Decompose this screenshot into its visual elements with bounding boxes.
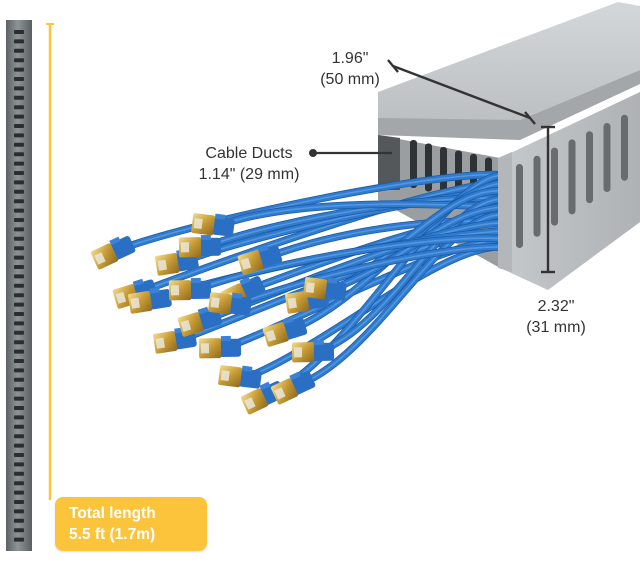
height-dimension-line — [541, 125, 555, 274]
height-dimension-inches: 2.32" — [537, 298, 575, 315]
cable-duct — [378, 2, 640, 290]
width-dimension-inches: 1.96" — [331, 50, 369, 67]
length-indicator-line — [46, 23, 54, 500]
duct-front-edge — [498, 152, 512, 272]
width-dimension-mm: (50 mm) — [320, 71, 380, 88]
cable-ducts-title: Cable Ducts — [205, 145, 293, 162]
height-dimension-mm: (31 mm) — [526, 319, 586, 336]
total-length-title: Total length — [69, 505, 156, 522]
total-length-value: 5.5 ft (1.7m) — [69, 526, 156, 543]
cable-ducts-label: Cable Ducts 1.14" (29 mm) — [186, 143, 312, 185]
height-dimension-label: 2.32" (31 mm) — [510, 296, 602, 338]
rj45-connectors — [90, 213, 347, 415]
cable-ducts-pointer — [309, 149, 392, 157]
width-dimension-line — [387, 59, 536, 125]
width-dimension-label: 1.96" (50 mm) — [300, 48, 400, 90]
vertical-duct-rail — [6, 20, 32, 551]
cable-ducts-dimension: 1.14" (29 mm) — [198, 166, 300, 183]
total-length-badge: Total length 5.5 ft (1.7m) — [55, 497, 207, 551]
